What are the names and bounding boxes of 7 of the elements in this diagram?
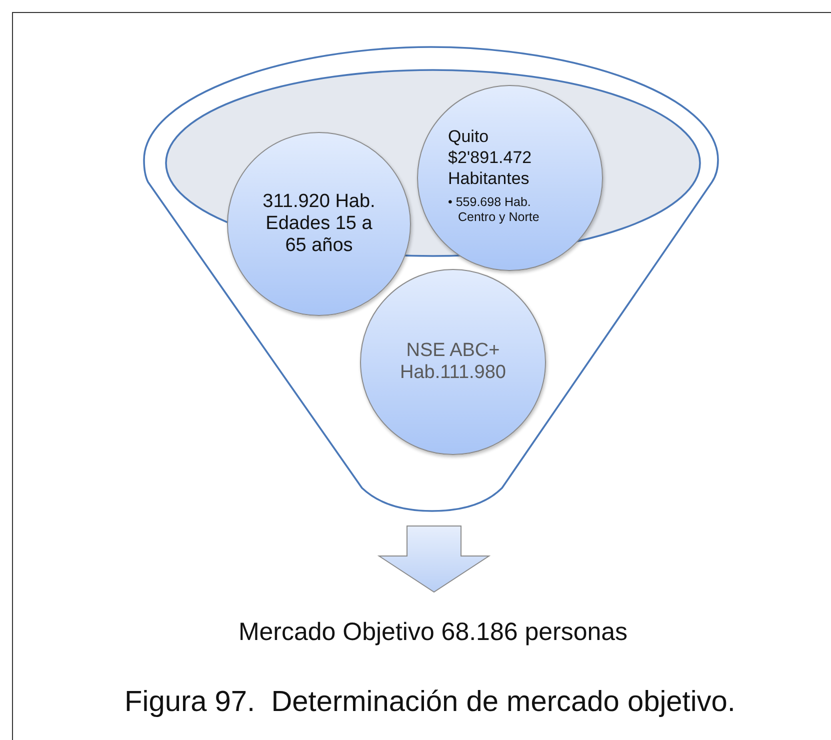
result-text: Mercado Objetivo 68.186 personas xyxy=(237,618,629,647)
circle-heading: Quito $2'891.472 Habitantes xyxy=(448,126,533,189)
figure-caption: Figura 97. Determinación de mercado objetivo. xyxy=(124,686,736,718)
circle-label: NSE ABC+ Hab.111.980 xyxy=(399,340,507,384)
bullet-item: • 559.698 Hab. Centro y Norte xyxy=(448,195,540,225)
circle-label: 311.920 Hab. Edades 15 a 65 años xyxy=(262,191,376,257)
block-arrow xyxy=(377,526,491,593)
